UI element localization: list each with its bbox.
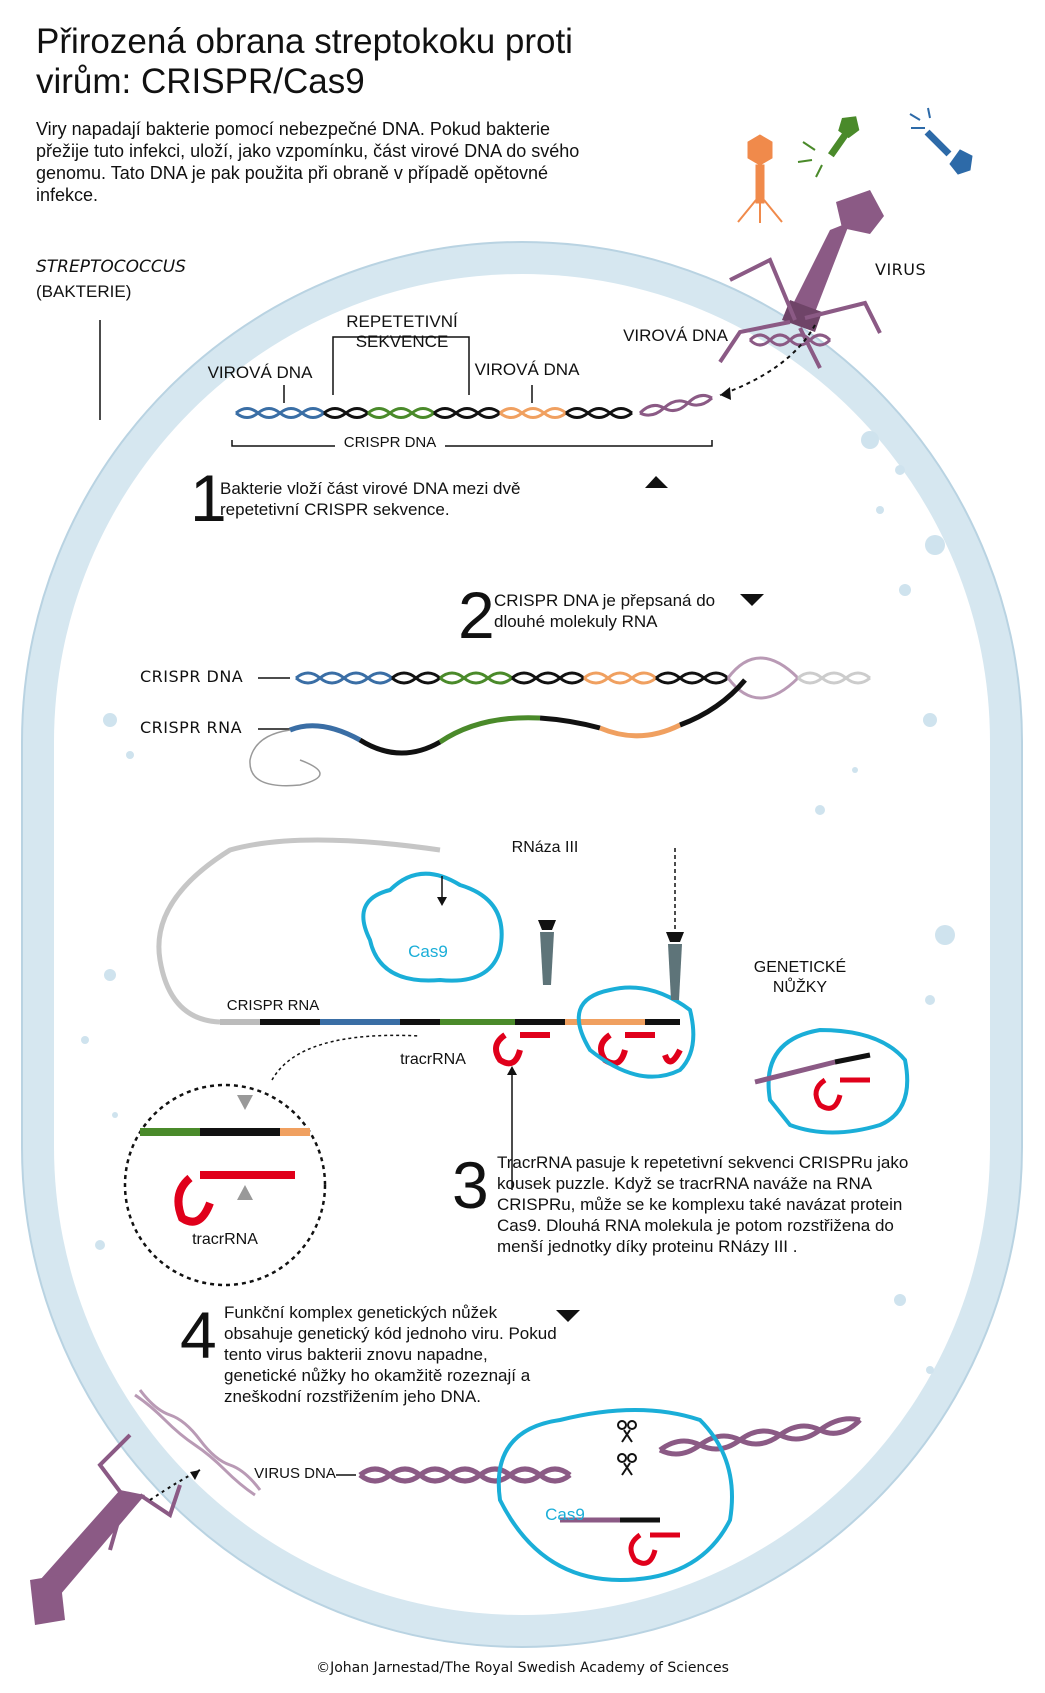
repetitive-label: REPETETIVNÍ SEKVENCE: [346, 312, 458, 351]
rnase-label: RNáza III: [511, 839, 579, 856]
zoom-circle: [123, 1083, 327, 1287]
scissors-icon: [617, 1420, 637, 1476]
virus-label: VIRUS: [875, 260, 927, 279]
crispr-dna-bracket-label: CRISPR DNA: [335, 433, 445, 453]
injection-arrow: [719, 324, 816, 396]
crispr-rna-loop: [156, 837, 441, 1025]
tracrrna-zoom-label: tracrRNA: [192, 1231, 258, 1248]
cas9-protein-2: [576, 985, 696, 1079]
viral-dna-top-label: VIROVÁ DNA: [623, 326, 728, 345]
virus-dna-injected: [134, 1389, 262, 1497]
step-2-number: 2: [458, 578, 495, 652]
crispr-rna-label: CRISPR RNA: [140, 718, 243, 737]
step-3-number: 3: [452, 1148, 489, 1222]
scissors-complex-bottom: [560, 1517, 680, 1566]
viral-dna-right-label: VIROVÁ DNA: [474, 360, 580, 379]
virus-orange-icon: [737, 134, 783, 223]
cas9-bottom: [496, 1408, 734, 1583]
genetic-scissors-label: GENETICKÉ NŮŽKY: [753, 959, 847, 996]
crispr-dna-row: [235, 393, 714, 419]
bacterium-kind: (BAKTERIE): [36, 282, 132, 301]
step-3-text: TracrRNA pasuje k repetetivní sekvenci C…: [497, 1153, 909, 1256]
crispr-rna-segments: [249, 678, 747, 787]
virus-bottom-icon: [30, 1433, 182, 1625]
crispr-dna-bracket: [231, 440, 713, 447]
rnase-iii-icon-2: [666, 848, 684, 1000]
virus-green-icon: [797, 116, 860, 178]
virus-blue-icon: [909, 107, 973, 175]
intro-text: Viry napadají bakterie pomocí nebezpečné…: [36, 119, 580, 205]
crispr-dna-transcribed: [295, 656, 871, 700]
step4-down-arrow: [556, 1310, 580, 1322]
step-4-number: 4: [180, 1298, 217, 1372]
virus-dna-label: VIRUS DNA: [254, 1465, 336, 1482]
cas9-bottom-label: Cas9: [545, 1505, 585, 1524]
crispr-dna-label: CRISPR DNA: [140, 667, 244, 686]
tracrrna-label: tracrRNA: [400, 1051, 466, 1068]
cas9-protein-3: [766, 1027, 910, 1135]
virus-attacking-icon: [718, 190, 884, 369]
zoom-link: [271, 1034, 421, 1081]
credit-line: ©Johan Jarnestad/The Royal Swedish Acade…: [316, 1660, 729, 1676]
step-1-text: Bakterie vloží část virové DNA mezi dvě …: [220, 479, 521, 519]
cas9-label: Cas9: [408, 942, 448, 961]
viral-dna-left-label: VIROVÁ DNA: [207, 363, 313, 382]
step1-up-arrow: [645, 476, 668, 488]
repeat-bracket: [332, 336, 470, 395]
virus-dna-target: [358, 1416, 862, 1484]
crispr-rna-small-label: CRISPR RNA: [226, 997, 320, 1014]
genetic-scissors-complex: [754, 1052, 871, 1111]
page-title: Přirozená obrana streptokoku proti virům…: [36, 22, 573, 101]
injected-viral-dna: [748, 333, 832, 347]
bacterium-interior: [54, 274, 990, 1615]
bacterium-name: STREPTOCOCCUS: [36, 257, 186, 277]
step2-down-arrow: [740, 594, 764, 606]
cytoplasm-bubbles: [81, 431, 955, 1374]
cas9-protein-1: [361, 871, 504, 983]
zoom-detail: [140, 1128, 310, 1226]
rnase-iii-icon: [538, 920, 556, 985]
step-1-number: 1: [190, 461, 227, 535]
step-2-text: CRISPR DNA je přepsaná do dlouhé molekul…: [494, 591, 716, 631]
step-4-text: Funkční komplex genetických nůžek obsahu…: [224, 1303, 557, 1406]
